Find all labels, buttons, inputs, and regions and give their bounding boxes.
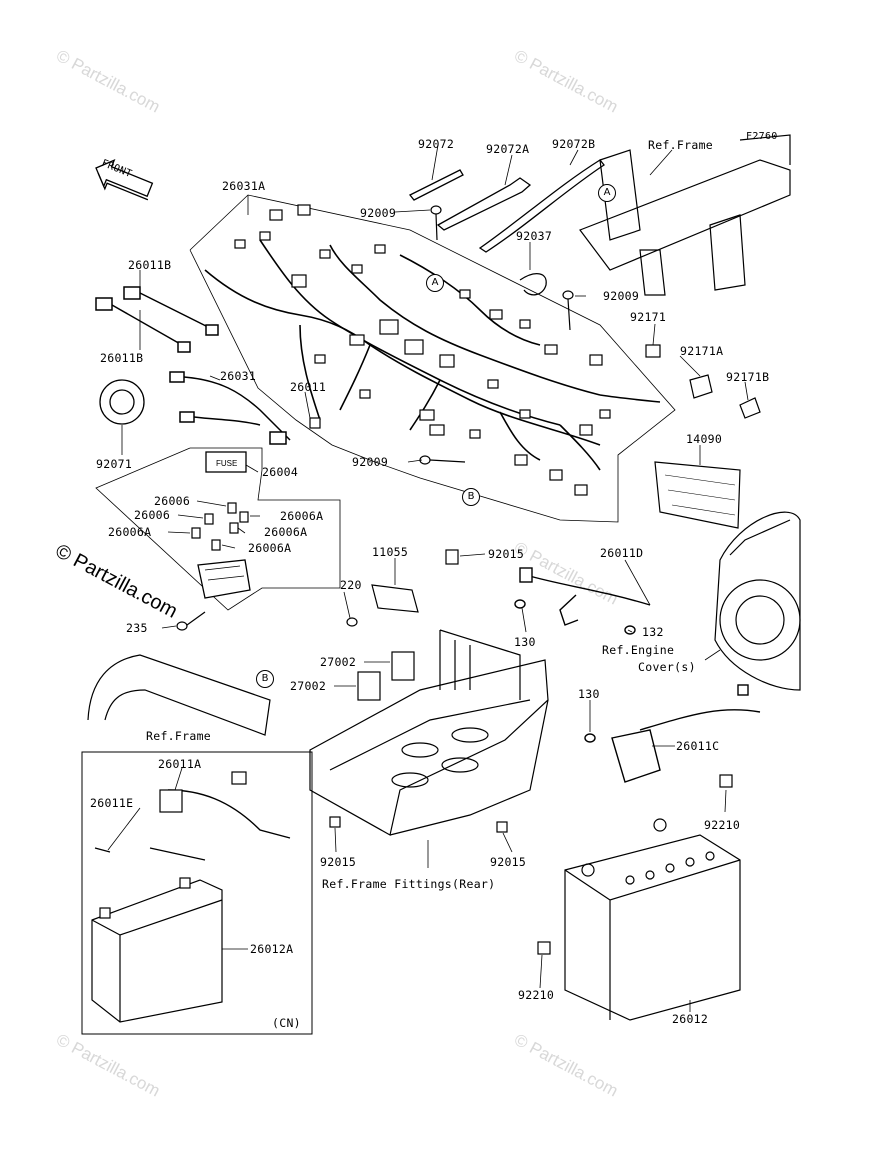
frame-ref-lower	[87, 654, 271, 736]
part-label: 26011E	[90, 796, 134, 810]
part-label: 26006A	[108, 525, 152, 539]
fusebox-outline	[95, 447, 341, 611]
part-label: 92009	[603, 289, 640, 303]
part-label: 235	[126, 621, 148, 635]
part-label: 92015	[490, 855, 527, 869]
part-label: 92009	[352, 455, 389, 469]
marker-a: A	[426, 274, 444, 292]
grommet-92071	[99, 379, 145, 425]
ref-frame-label: Ref.Frame	[146, 729, 212, 743]
frame-ref	[579, 134, 791, 296]
part-label: 27002	[290, 679, 327, 693]
harness-26031	[169, 371, 291, 445]
part-label: 92015	[488, 547, 525, 561]
cn-label: (CN)	[272, 1016, 301, 1030]
part-label: 26006	[134, 508, 171, 522]
part-label: 92037	[516, 229, 553, 243]
part-label: 92015	[320, 855, 357, 869]
part-label: 27002	[320, 655, 357, 669]
clips-92171	[645, 344, 761, 419]
part-label: 26006A	[264, 525, 308, 539]
part-label: 26011B	[100, 351, 144, 365]
part-label: 26011B	[128, 258, 172, 272]
bracket-11055	[371, 584, 419, 613]
part-label: 26006A	[280, 509, 324, 523]
marker-b: B	[256, 670, 274, 688]
part-label: 26011A	[158, 757, 202, 771]
part-label: 92009	[360, 206, 397, 220]
ref-frame-label: Ref.Frame	[648, 138, 714, 152]
part-label: 26011C	[676, 739, 720, 753]
part-label: 92210	[704, 818, 741, 832]
relays-27002	[357, 651, 415, 701]
fuse-holder	[197, 559, 251, 599]
part-label: 26006A	[248, 541, 292, 555]
part-label: 11055	[372, 545, 409, 559]
part-label: 92072A	[486, 142, 530, 156]
part-label: 26012A	[250, 942, 294, 956]
ref-engine-label: Cover(s)	[638, 660, 696, 674]
ref-engine-label: Ref.Engine	[602, 643, 675, 657]
cable-26011d	[514, 567, 651, 635]
part-label: 26011D	[600, 546, 644, 560]
cn-box	[81, 751, 313, 1035]
cover-14090	[654, 461, 741, 529]
part-label: 92171	[630, 310, 667, 324]
leader-lines	[107, 144, 749, 1012]
part-label: 26012	[672, 1012, 709, 1026]
part-label: 92171B	[726, 370, 770, 384]
part-label: 26006	[154, 494, 191, 508]
part-label: 92171A	[680, 344, 724, 358]
front-arrow-icon	[95, 159, 154, 201]
ref-frame-fittings-label: Ref.Frame Fittings(Rear)	[322, 877, 496, 891]
marker-a: A	[598, 184, 616, 202]
harness-outline	[189, 194, 676, 523]
harness-connectors	[234, 204, 611, 496]
part-label: 26031	[220, 369, 257, 383]
battery-tray	[309, 629, 549, 836]
part-label: 92072B	[552, 137, 596, 151]
svg-text:FUSE: FUSE	[216, 459, 237, 468]
battery-26012a	[91, 771, 291, 1023]
part-label: 130	[578, 687, 600, 701]
part-label: 92072	[418, 137, 455, 151]
cable-26011c	[584, 684, 761, 783]
fuses-26006	[191, 502, 249, 551]
part-label: 92210	[518, 988, 555, 1002]
part-label: 26011	[290, 380, 327, 394]
battery-26012	[537, 774, 741, 1021]
cable-26011b	[95, 286, 219, 353]
part-label: 130	[514, 635, 536, 649]
marker-b: B	[462, 488, 480, 506]
figure-code: F2760	[746, 131, 778, 142]
cable-ties	[408, 159, 605, 253]
engine-cover	[714, 511, 801, 691]
part-label: 132	[642, 625, 664, 639]
part-label: 92071	[96, 457, 133, 471]
clamp-92037	[519, 273, 547, 296]
part-label: 26004	[262, 465, 299, 479]
part-label: 220	[340, 578, 362, 592]
part-label: 14090	[686, 432, 723, 446]
part-label: 26031A	[222, 179, 266, 193]
